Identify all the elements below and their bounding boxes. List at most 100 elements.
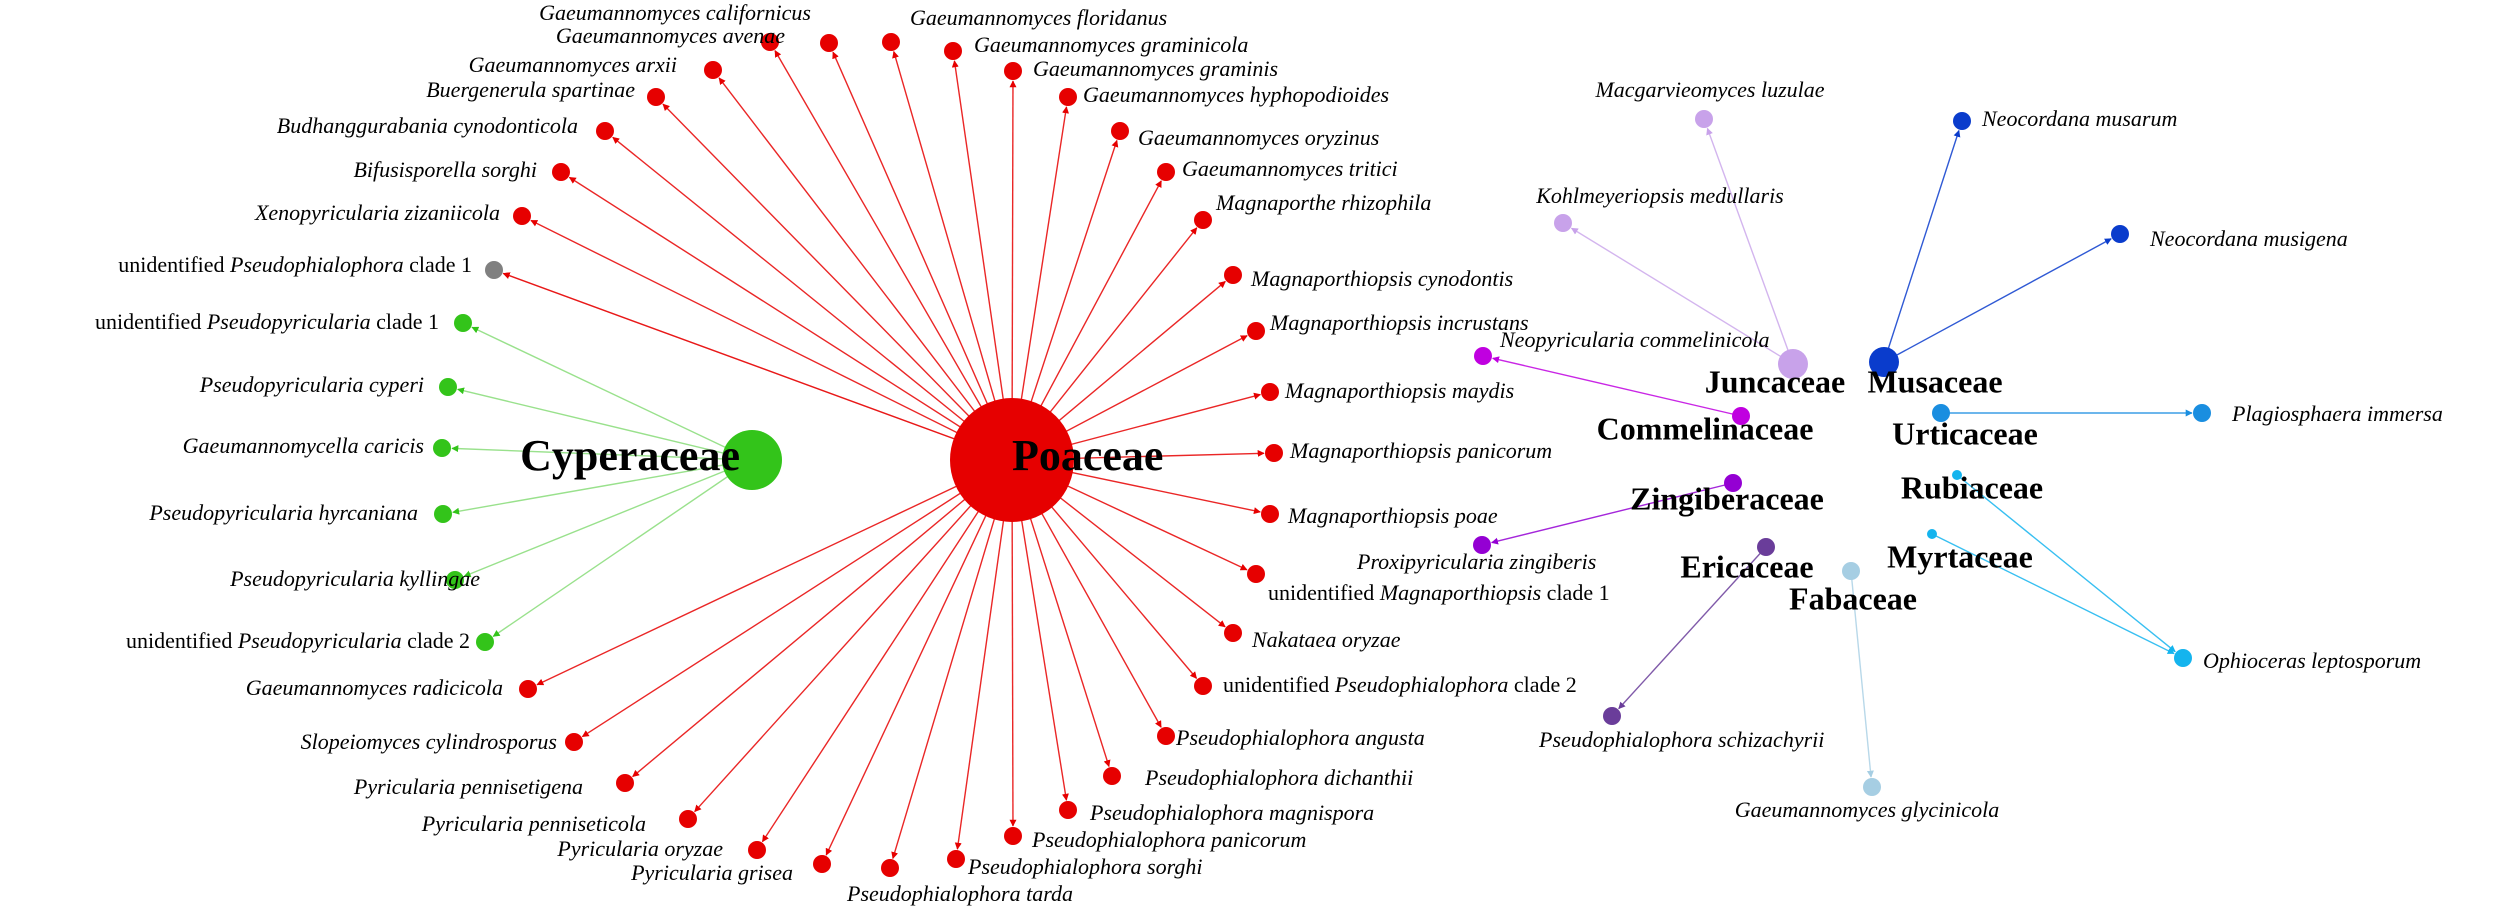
edge-poaceae-s29 bbox=[891, 459, 1013, 860]
species-label-s42: Macgarvieomyces luzulae bbox=[1594, 77, 1824, 102]
host-node-urticaceae bbox=[1932, 404, 1950, 422]
species-label-s2: Gaeumannomyces avenae bbox=[556, 23, 785, 48]
host-node-cyperaceae bbox=[722, 430, 782, 490]
species-label-s35: Gaeumannomyces radicicola bbox=[246, 675, 503, 700]
species-node-s44 bbox=[1953, 112, 1971, 130]
species-node-s16 bbox=[1224, 266, 1242, 284]
species-node-s11 bbox=[1004, 62, 1022, 80]
edge-poaceae-s11 bbox=[1009, 80, 1017, 461]
species-node-s24 bbox=[1157, 727, 1175, 745]
host-node-commelinaceae bbox=[1732, 407, 1750, 425]
edge-poaceae-s5 bbox=[612, 136, 1013, 461]
species-label-s3: Gaeumannomyces arxii bbox=[469, 52, 677, 77]
species-node-s45 bbox=[2111, 225, 2129, 243]
edge-ericaceae-s49 bbox=[1618, 546, 1767, 710]
species-label-s30: Pyricularia grisea bbox=[630, 860, 793, 885]
species-node-s42 bbox=[1695, 110, 1713, 128]
species-node-s8 bbox=[485, 261, 503, 279]
species-node-s25 bbox=[1103, 767, 1121, 785]
species-node-s40 bbox=[446, 571, 464, 589]
species-label-s43: Kohlmeyeriopsis medullaris bbox=[1535, 183, 1784, 208]
host-label-rubiaceae: Rubiaceae bbox=[1901, 469, 2043, 505]
species-label-s44: Neocordana musarum bbox=[1981, 106, 2177, 131]
host-label-fabaceae: Fabaceae bbox=[1789, 580, 1917, 616]
species-label-s45: Neocordana musigena bbox=[2149, 226, 2348, 251]
edge-myrtaceae-s51 bbox=[1931, 533, 2175, 655]
species-label-s15: Magnaporthe rhizophila bbox=[1215, 190, 1431, 215]
species-label-s11: Gaeumannomyces graminis bbox=[1033, 56, 1278, 81]
species-label-s39: Pseudopyricularia hyrcaniana bbox=[148, 500, 418, 525]
species-node-s13 bbox=[1111, 122, 1129, 140]
edge-poaceae-s35 bbox=[536, 459, 1013, 686]
species-label-s1: Gaeumannomyces californicus bbox=[539, 0, 811, 25]
host-label-cyperaceae: Cyperaceae bbox=[520, 431, 740, 480]
species-node-s26 bbox=[1059, 801, 1077, 819]
edge-poaceae-s28 bbox=[954, 459, 1013, 850]
edge-cyperaceae-s37 bbox=[457, 387, 753, 461]
host-label-zingiberaceae: Zingiberaceae bbox=[1630, 480, 1824, 516]
species-node-s46 bbox=[1474, 347, 1492, 365]
edge-poaceae-s3 bbox=[718, 77, 1013, 461]
species-label-s28: Pseudophialophora sorghi bbox=[967, 854, 1202, 879]
species-node-s18 bbox=[1261, 383, 1279, 401]
species-node-s41 bbox=[476, 633, 494, 651]
edge-poaceae-s1 bbox=[774, 50, 1013, 461]
edge-fabaceae-s50 bbox=[1850, 570, 1874, 778]
species-node-s27 bbox=[1004, 827, 1022, 845]
host-node-fabaceae bbox=[1842, 562, 1860, 580]
species-label-s25: Pseudophialophora dichanthii bbox=[1144, 765, 1413, 790]
edge-poaceae-s31 bbox=[761, 459, 1013, 843]
species-label-s37: Pseudopyricularia cyperi bbox=[199, 372, 424, 397]
edge-poaceae-s6 bbox=[568, 176, 1013, 461]
species-node-s9 bbox=[882, 33, 900, 51]
edge-cyperaceae-s41 bbox=[492, 459, 753, 637]
species-node-s28 bbox=[947, 850, 965, 868]
species-label-s34: Slopeiomyces cylindrosporus bbox=[301, 729, 557, 754]
species-label-s21: unidentified Magnaporthiopsis clade 1 bbox=[1268, 580, 1610, 605]
species-label-s10: Gaeumannomyces graminicola bbox=[974, 32, 1248, 57]
edge-cyperaceae-s39 bbox=[452, 459, 753, 515]
species-node-s35 bbox=[519, 680, 537, 698]
species-label-s29: Pseudophialophora tarda bbox=[846, 881, 1073, 906]
species-node-s4 bbox=[647, 88, 665, 106]
species-label-s5: Budhanggurabania cynodonticola bbox=[277, 113, 578, 138]
edge-commelinaceae-s46 bbox=[1492, 356, 1742, 417]
species-node-s20 bbox=[1261, 505, 1279, 523]
species-node-s50 bbox=[1863, 778, 1881, 796]
edge-juncaceae-s43 bbox=[1570, 227, 1794, 365]
species-label-s41: unidentified Pseudopyricularia clade 2 bbox=[126, 628, 470, 653]
host-label-ericaceae: Ericaceae bbox=[1680, 548, 1813, 584]
species-label-s32: Pyricularia penniseticola bbox=[421, 811, 646, 836]
species-node-s38 bbox=[433, 439, 451, 457]
edge-poaceae-s8 bbox=[502, 272, 1013, 461]
species-node-s14 bbox=[1157, 163, 1175, 181]
species-label-s49: Pseudophialophora schizachyrii bbox=[1538, 727, 1824, 752]
host-node-rubiaceae bbox=[1952, 470, 1962, 480]
species-label-s33: Pyricularia pennisetigena bbox=[353, 774, 583, 799]
species-node-s29 bbox=[881, 859, 899, 877]
species-label-s26: Pseudophialophora magnispora bbox=[1089, 800, 1374, 825]
nodes-layer bbox=[433, 33, 2211, 877]
species-node-s49 bbox=[1603, 707, 1621, 725]
species-node-s23 bbox=[1194, 677, 1212, 695]
host-node-musaceae bbox=[1869, 347, 1899, 377]
species-label-s50: Gaeumannomyces glycinicola bbox=[1735, 797, 2000, 822]
edge-poaceae-s9 bbox=[892, 50, 1013, 461]
species-label-s31: Pyricularia oryzae bbox=[556, 836, 723, 861]
species-node-s34 bbox=[565, 733, 583, 751]
species-node-s12 bbox=[1059, 88, 1077, 106]
edge-poaceae-s7 bbox=[530, 219, 1013, 461]
species-label-s9: Gaeumannomyces floridanus bbox=[910, 5, 1167, 30]
species-node-s36 bbox=[454, 314, 472, 332]
host-label-myrtaceae: Myrtaceae bbox=[1887, 538, 2033, 574]
species-label-s47: Plagiosphaera immersa bbox=[2231, 401, 2443, 426]
species-label-s51: Ophioceras leptosporum bbox=[2203, 648, 2421, 673]
host-node-juncaceae bbox=[1778, 349, 1808, 379]
species-node-s2 bbox=[820, 34, 838, 52]
species-label-s46: Neopyricularia commelinicola bbox=[1499, 327, 1769, 352]
host-label-urticaceae: Urticaceae bbox=[1892, 415, 2038, 451]
species-label-s4: Buergenerula spartinae bbox=[426, 77, 635, 102]
species-node-s10 bbox=[944, 42, 962, 60]
host-node-poaceae bbox=[950, 398, 1074, 522]
